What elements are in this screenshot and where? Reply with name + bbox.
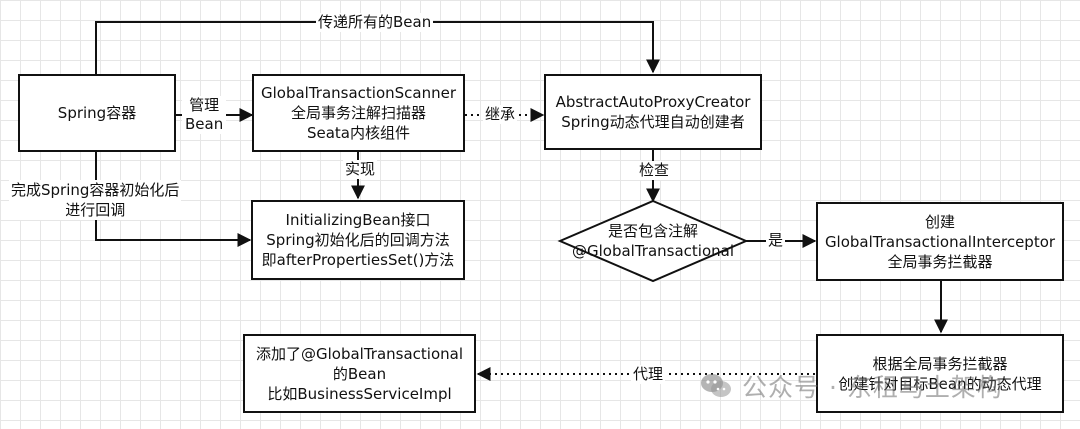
global-transactional-interceptor-node: 创建 GlobalTransactionalInterceptor 全局事务拦截… — [816, 202, 1064, 281]
node-line: 即afterPropertiesSet()方法 — [261, 251, 455, 269]
node-line: 的Bean — [332, 364, 387, 383]
node-line: AbstractAutoProxyCreator — [555, 93, 751, 111]
decision-diamond — [557, 199, 749, 283]
node-line: Spring动态代理自动创建者 — [561, 113, 745, 131]
node-line: 全局事务拦截器 — [887, 252, 993, 271]
edge-label-implement: 实现 — [343, 160, 378, 179]
spring-container-node: Spring容器 — [18, 74, 176, 152]
edge-label-line: Bean — [185, 115, 224, 133]
edge-label-callback: 完成Spring容器初始化后 进行回调 — [9, 180, 182, 220]
edge-label-line: 管理 — [189, 96, 220, 114]
node-line: 添加了@GlobalTransactional — [255, 344, 464, 363]
node-line: Spring容器 — [57, 104, 137, 122]
abstract-auto-proxy-creator-node: AbstractAutoProxyCreator Spring动态代理自动创建者 — [544, 74, 762, 150]
node-line: GlobalTransactionScanner — [260, 84, 457, 102]
node-line: InitializingBean接口 — [285, 211, 431, 229]
edge-label-pass-all-beans: 传递所有的Bean — [316, 13, 434, 32]
node-line: 创建针对目标Bean的动态代理 — [838, 374, 1042, 393]
node-line: Seata内核组件 — [306, 124, 410, 142]
node-line: @GlobalTransactional — [571, 242, 735, 260]
node-line: 比如BusinessServiceImpl — [267, 384, 452, 403]
wechat-official-account-icon — [701, 374, 731, 397]
edge-label-yes: 是 — [766, 231, 786, 250]
node-line: 创建 — [924, 212, 955, 231]
global-transaction-scanner-node: GlobalTransactionScanner 全局事务注解扫描器 Seata… — [252, 74, 465, 152]
node-line: GlobalTransactionalInterceptor — [824, 232, 1056, 251]
node-line: Spring初始化后的回调方法 — [266, 231, 450, 249]
initializing-bean-node: InitializingBean接口 Spring初始化后的回调方法 即afte… — [251, 200, 465, 280]
dynamic-proxy-create-node: 根据全局事务拦截器 创建针对目标Bean的动态代理 — [816, 334, 1064, 413]
edge-label-inherit: 继承 — [483, 105, 518, 124]
edge-label-line: 进行回调 — [65, 201, 126, 219]
watermark: 公众号 · 东租马土架构 — [700, 368, 1003, 404]
watermark-text: 公众号 · 东租马土架构 — [742, 373, 1003, 402]
node-line: 根据全局事务拦截器 — [872, 354, 1008, 373]
edge-label-manage: 管理 Bean — [182, 96, 227, 134]
node-line: 是否包含注解 — [607, 222, 698, 240]
decision-text: 是否包含注解 @GlobalTransactional — [566, 221, 740, 261]
edge-label-line: 完成Spring容器初始化后 — [11, 181, 180, 199]
edge-label-check: 检查 — [637, 161, 672, 180]
annotated-bean-node: 添加了@GlobalTransactional 的Bean 比如Business… — [243, 334, 476, 413]
node-line: 全局事务注解扫描器 — [290, 104, 426, 122]
edge-label-proxy: 代理 — [631, 365, 666, 384]
